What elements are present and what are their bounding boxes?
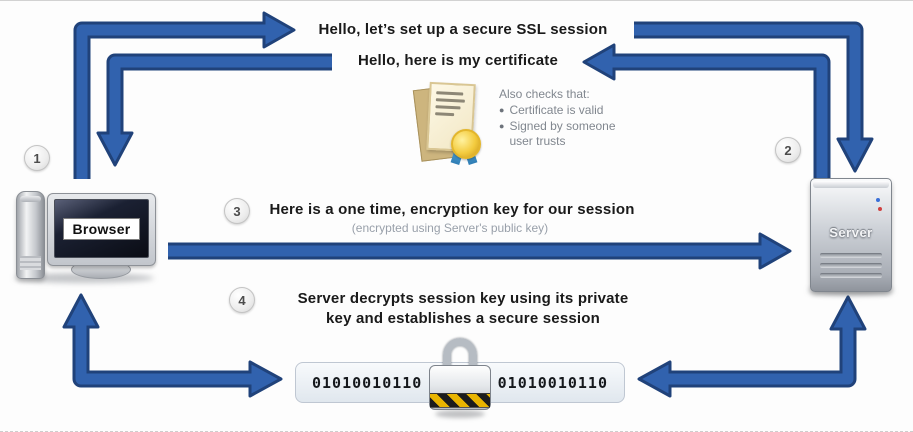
browser-tower-icon bbox=[16, 191, 45, 279]
certificate-text-line bbox=[435, 112, 455, 117]
certificate-text-line bbox=[435, 98, 466, 103]
arrow-step1-to-server bbox=[634, 21, 874, 173]
step-circle-3: 3 bbox=[224, 198, 250, 224]
session-bits-right: 01010010110 bbox=[497, 373, 608, 392]
server-vent-slot bbox=[820, 253, 882, 258]
certificate-checks-note: Also checks that: ● Certificate is valid… bbox=[499, 87, 654, 149]
server-led-blue bbox=[876, 198, 880, 202]
server-vent-slot bbox=[820, 263, 882, 268]
server-label: Server bbox=[829, 225, 873, 240]
step3-note: (encrypted using Server's public key) bbox=[351, 221, 549, 235]
certificate-text-line bbox=[435, 105, 461, 110]
server-vent-slot bbox=[820, 273, 882, 278]
browser-label: Browser bbox=[63, 217, 140, 240]
step3-message: Here is a one time, encryption key for o… bbox=[269, 201, 635, 218]
padlock-shackle bbox=[443, 338, 477, 372]
check-item-text: Certificate is valid bbox=[509, 103, 604, 117]
check-item-text: Signed by someone user trusts bbox=[509, 119, 616, 148]
browser-shadow bbox=[14, 273, 154, 283]
arrow-step1-to-text bbox=[73, 11, 296, 179]
bullet-icon: ● bbox=[499, 121, 505, 131]
checks-heading: Also checks that: bbox=[499, 87, 590, 101]
browser-computer-icon: Browser bbox=[47, 193, 156, 266]
step4-message-line2: key and establishes a secure session bbox=[325, 310, 601, 327]
check-item: ● Certificate is valid bbox=[499, 103, 654, 118]
browser-screen: Browser bbox=[54, 199, 149, 258]
arrow-step2-to-text bbox=[582, 43, 831, 178]
check-item: ● Signed by someone user trusts bbox=[499, 119, 654, 149]
certificate-icon bbox=[412, 81, 489, 173]
server-tower-icon: Server bbox=[810, 178, 892, 292]
bullet-icon: ● bbox=[499, 105, 505, 115]
server-led-red bbox=[878, 207, 882, 211]
arrow-secure-session-left bbox=[62, 293, 283, 398]
certificate-text-line bbox=[436, 91, 464, 96]
arrow-step2-to-browser bbox=[96, 53, 332, 167]
step-circle-1: 1 bbox=[24, 145, 50, 171]
gold-seal-icon bbox=[451, 129, 481, 159]
step-circle-2: 2 bbox=[775, 137, 801, 163]
session-bits-left: 01010010110 bbox=[312, 373, 423, 392]
step1-message: Hello, let’s set up a secure SSL session bbox=[318, 21, 608, 38]
arrow-secure-session-right bbox=[637, 295, 867, 398]
padlock-shadow bbox=[435, 410, 485, 418]
step2-message: Hello, here is my certificate bbox=[357, 52, 559, 69]
padlock-icon bbox=[429, 338, 491, 418]
step4-message-line1: Server decrypts session key using its pr… bbox=[297, 290, 629, 307]
step4-message: Server decrypts session key using its pr… bbox=[298, 289, 629, 329]
step-circle-4: 4 bbox=[229, 287, 255, 313]
arrow-step3-session-key bbox=[168, 232, 792, 270]
hazard-stripe-band bbox=[430, 393, 490, 408]
